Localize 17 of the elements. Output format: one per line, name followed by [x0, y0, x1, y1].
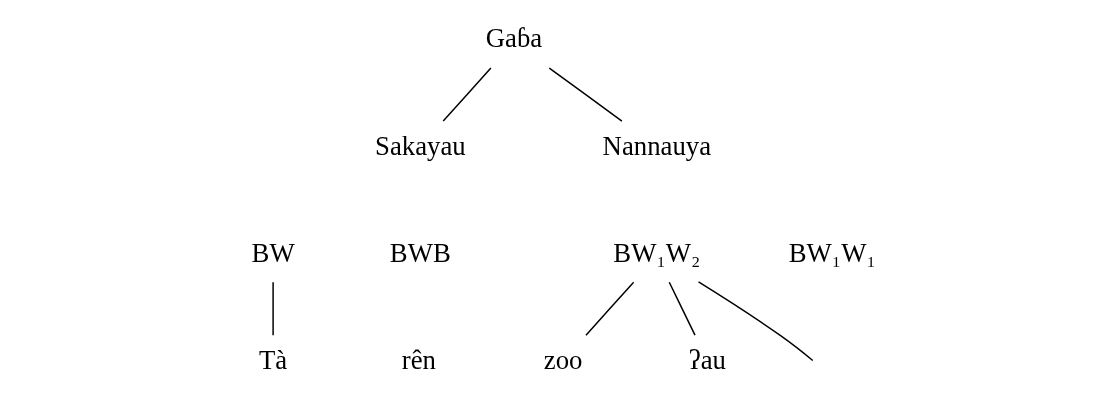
connector [271, 281, 274, 336]
label: BWB [389, 237, 451, 268]
node-text: Gaɓa [485, 23, 542, 54]
label: rên [401, 344, 436, 375]
node-text: zoo [543, 344, 582, 375]
node-text: ʔau [688, 344, 726, 375]
connector [548, 67, 623, 122]
node-text: Sakayau [374, 130, 466, 161]
label: BW₁W₁ [788, 237, 876, 268]
node-text: BW [251, 237, 295, 268]
connector [584, 281, 634, 336]
node-text: BW₁W₂ [612, 237, 700, 268]
node-text: Tà [258, 344, 287, 375]
connector [697, 281, 813, 362]
node-text: Nannauya [602, 130, 711, 161]
connector [668, 281, 696, 336]
connector [441, 67, 492, 122]
